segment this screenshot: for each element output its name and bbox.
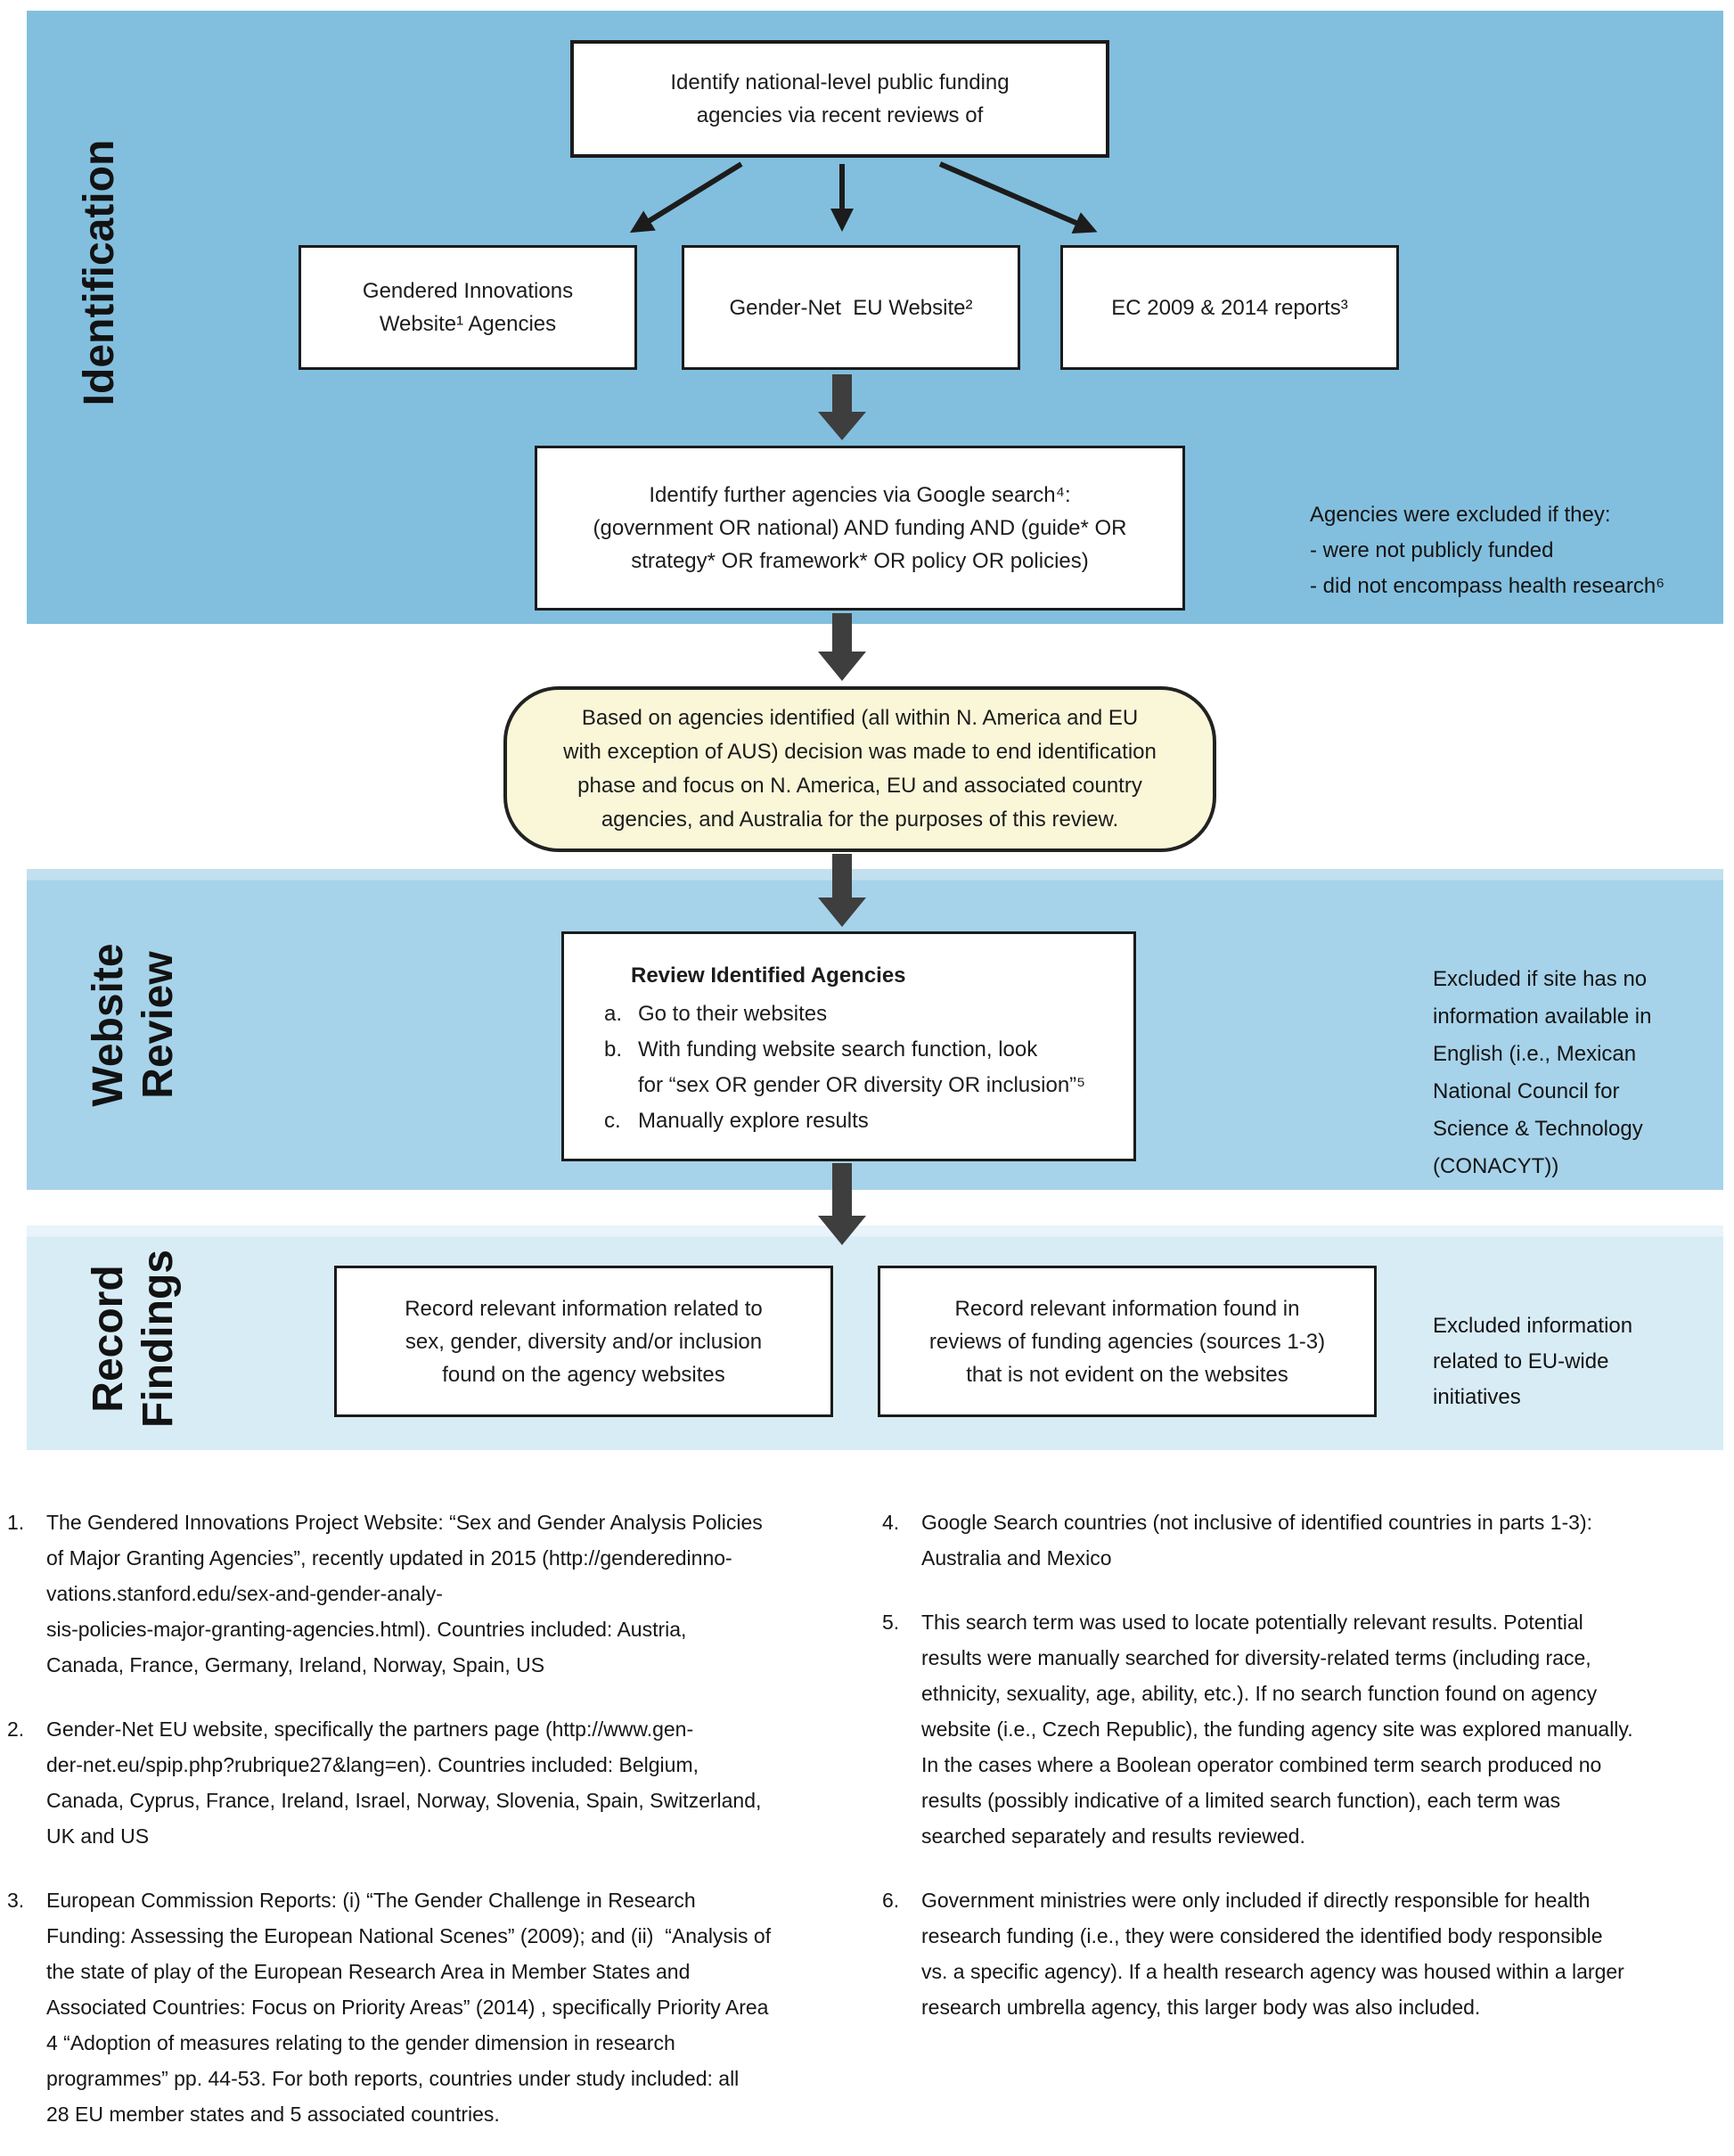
footnote-1-text: The Gendered Innovations Project Website…	[46, 1511, 763, 1676]
footnote-4: 4. Google Search countries (not inclusiv…	[882, 1504, 1633, 1576]
footnote-4-number: 4.	[882, 1511, 900, 1534]
review-step-c: c. Manually explore results	[604, 1103, 1126, 1139]
section-label-record-findings: Record Findings	[85, 1250, 182, 1428]
block-arrow-to-record-boxes-icon	[818, 1163, 866, 1245]
footnote-6: 6. Government ministries were only inclu…	[882, 1882, 1633, 2025]
footnotes-left-column: 1. The Gendered Innovations Project Webs…	[7, 1504, 771, 2156]
footnote-5-text: This search term was used to locate pote…	[921, 1611, 1633, 1848]
website-review-exclusion-note: Excluded if site has no information avai…	[1433, 967, 1652, 1178]
review-step-a-marker: a.	[604, 1002, 623, 1026]
block-arrow-to-review-box-icon	[818, 854, 866, 927]
footnote-3: 3. European Commission Reports: (i) “The…	[7, 1882, 771, 2132]
footnote-3-number: 3.	[7, 1889, 25, 1912]
identification-exclusion-note: Agencies were excluded if they: - were n…	[1310, 503, 1665, 598]
footnote-6-number: 6.	[882, 1889, 900, 1912]
footnote-2-text: Gender-Net EU website, specifically the …	[46, 1717, 762, 1848]
block-arrow-to-google-box-icon	[818, 374, 866, 440]
footnote-1-number: 1.	[7, 1511, 25, 1534]
section-label-website-review: Website Review	[85, 943, 182, 1107]
record-findings-exclusion-note: Excluded information related to EU-wide …	[1433, 1314, 1633, 1409]
record-website-findings-box: Record relevant information related to s…	[334, 1266, 833, 1417]
review-agencies-box: Review Identified Agencies a. Go to thei…	[561, 931, 1136, 1161]
review-step-b-text: With funding website search function, lo…	[638, 1037, 1086, 1097]
footnote-5-number: 5.	[882, 1611, 900, 1634]
review-box-title: Review Identified Agencies	[631, 963, 906, 988]
section-label-identification: Identification	[76, 139, 123, 406]
review-step-c-text: Manually explore results	[638, 1109, 869, 1133]
google-search-box: Identify further agencies via Google sea…	[535, 446, 1185, 611]
footnote-1: 1. The Gendered Innovations Project Webs…	[7, 1504, 771, 1683]
branch-arrow-right-icon	[938, 161, 1098, 234]
record-findings-band	[27, 1226, 1723, 1450]
footnote-5: 5. This search term was used to locate p…	[882, 1604, 1633, 1854]
review-step-c-marker: c.	[604, 1109, 621, 1133]
footnote-2: 2. Gender-Net EU website, specifically t…	[7, 1711, 771, 1854]
identify-agencies-box: Identify national-level public funding a…	[570, 40, 1109, 158]
branch-arrow-left-icon	[629, 161, 743, 234]
record-review-findings-box: Record relevant information found in rev…	[878, 1266, 1377, 1417]
footnote-4-text: Google Search countries (not inclusive o…	[921, 1511, 1593, 1570]
footnote-2-number: 2.	[7, 1717, 25, 1741]
source-box-gender-net: Gender-Net EU Website²	[682, 245, 1020, 370]
footnotes-right-column: 4. Google Search countries (not inclusiv…	[882, 1504, 1633, 2054]
source-box-ec-reports: EC 2009 & 2014 reports³	[1060, 245, 1399, 370]
review-step-b: b. With funding website search function,…	[604, 1032, 1126, 1103]
review-step-a: a. Go to their websites	[604, 996, 1126, 1032]
decision-box: Based on agencies identified (all within…	[503, 686, 1216, 852]
source-box-gendered-innovations: Gendered Innovations Website¹ Agencies	[299, 245, 637, 370]
review-step-b-marker: b.	[604, 1037, 623, 1062]
block-arrow-to-decision-box-icon	[818, 613, 866, 681]
footnote-6-text: Government ministries were only included…	[921, 1889, 1624, 2019]
review-step-a-text: Go to their websites	[638, 1002, 828, 1026]
footnote-3-text: European Commission Reports: (i) “The Ge…	[46, 1889, 772, 2126]
